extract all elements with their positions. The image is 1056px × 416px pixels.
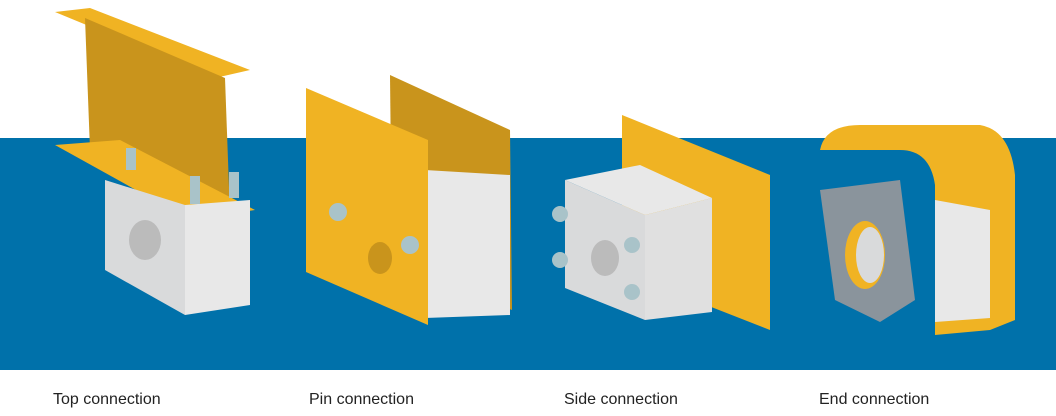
caption-side-connection: Side connection xyxy=(564,391,678,408)
caption-end-connection: End connection xyxy=(819,391,930,408)
end-connection-illustration xyxy=(820,125,1015,335)
caption-top-connection: Top connection xyxy=(53,391,161,408)
pin-connection-illustration xyxy=(306,75,512,325)
top-connection-illustration xyxy=(55,8,255,315)
caption-pin-connection: Pin connection xyxy=(309,391,414,408)
side-connection-illustration xyxy=(552,115,770,330)
